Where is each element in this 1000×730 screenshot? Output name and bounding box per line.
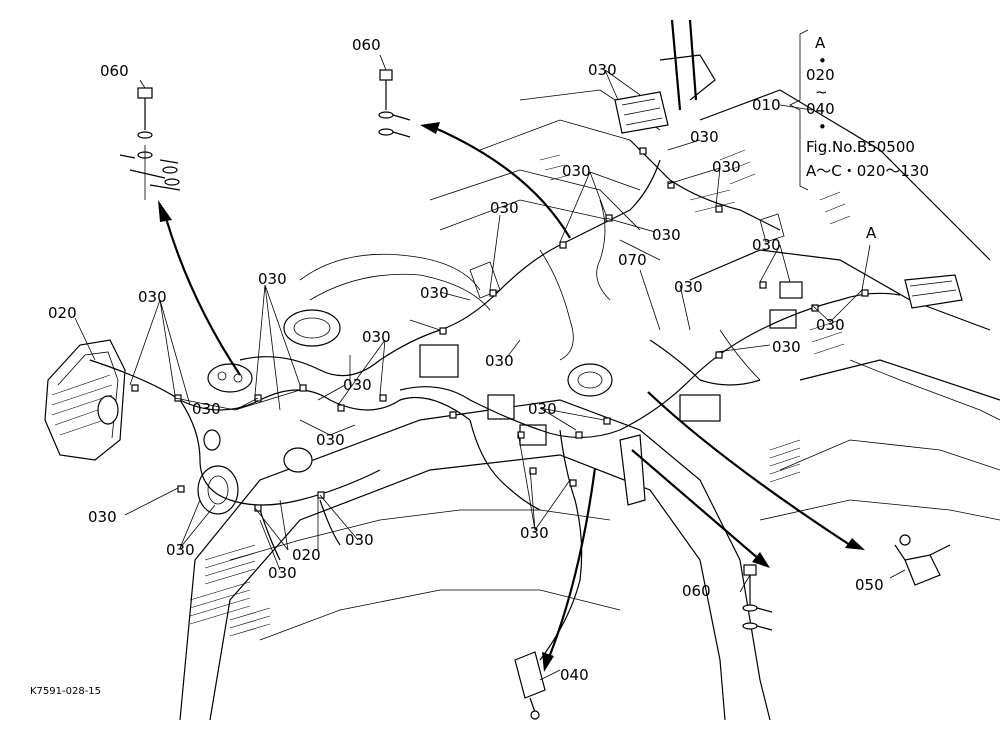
callout-030: 030 (588, 61, 617, 79)
callout-030: 030 (362, 328, 391, 346)
note-fig-ref: Fig.No.B50500 (806, 138, 915, 156)
callout-030: 030 (138, 288, 167, 306)
note-tilde: ~ (815, 83, 828, 101)
note-dot-2: • (818, 118, 827, 136)
callout-labels: 060 060 060 050 040 020 020 070 A 030 03… (48, 36, 884, 684)
sensor-040 (514, 651, 546, 720)
callout-030: 030 (343, 376, 372, 394)
callout-030: 030 (166, 541, 195, 559)
bolt-assembly-top (378, 69, 411, 138)
callout-030: 030 (268, 564, 297, 582)
callout-ref-a: A (866, 224, 877, 242)
callout-030: 030 (258, 270, 287, 288)
note-letter-a: A (815, 34, 826, 52)
leader-lines (74, 54, 906, 681)
callout-070: 070 (618, 251, 647, 269)
callout-030: 030 (712, 158, 741, 176)
sensor-050 (894, 534, 951, 586)
callout-060-bottom: 060 (682, 582, 711, 600)
callout-030: 030 (88, 508, 117, 526)
callout-030: 030 (316, 431, 345, 449)
callout-030: 030 (485, 352, 514, 370)
callout-040: 040 (560, 666, 589, 684)
rear-lamp-top (614, 91, 669, 134)
left-headlight (44, 339, 126, 461)
callout-050: 050 (855, 576, 884, 594)
note-dot-1: • (818, 52, 827, 70)
note-range-end: 040 (806, 100, 835, 118)
callout-060-top: 060 (352, 36, 381, 54)
callout-030: 030 (528, 400, 557, 418)
reference-note: A • 020 ~ 040 010 • Fig.No.B50500 A～C・02… (752, 29, 929, 191)
callout-020-bottom: 020 (292, 546, 321, 564)
callout-030: 030 (690, 128, 719, 146)
callout-030: 030 (752, 236, 781, 254)
callout-030: 030 (490, 199, 519, 217)
bolt-assembly-left (119, 87, 181, 200)
note-fig-range: A～C・020～130 (806, 162, 929, 180)
callout-030: 030 (192, 400, 221, 418)
exploded-view-arrows (158, 122, 865, 672)
callout-030: 030 (520, 524, 549, 542)
callout-030: 030 (652, 226, 681, 244)
callout-030: 030 (674, 278, 703, 296)
callout-060-left: 060 (100, 62, 129, 80)
note-range-start: 020 (806, 66, 835, 84)
rear-lamp-right (904, 274, 963, 309)
bolt-assembly-bottom (742, 564, 773, 631)
callout-030: 030 (562, 162, 591, 180)
callout-020-left: 020 (48, 304, 77, 322)
figure-code: K7591-028-15 (30, 686, 101, 697)
callout-030: 030 (772, 338, 801, 356)
callout-030: 030 (816, 316, 845, 334)
callout-030: 030 (345, 531, 374, 549)
tractor-body-outline (179, 19, 1000, 721)
callout-030: 030 (420, 284, 449, 302)
note-prefix: 010 (752, 96, 781, 114)
